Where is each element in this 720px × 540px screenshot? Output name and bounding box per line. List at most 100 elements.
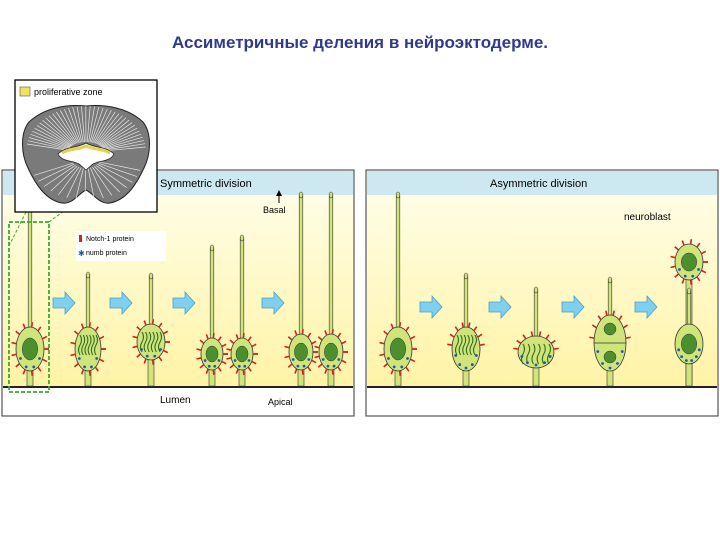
numb-marker [694,355,698,359]
basal-arrow-icon [276,190,282,196]
brain-hatch-line [97,117,127,145]
numb-marker [677,348,681,352]
brain-hatch-line [76,106,84,143]
slide-title: Ассиметричные деления в нейроэктодерме. [171,33,549,52]
numb-marker [32,365,36,369]
nucleus [22,337,38,361]
brain-hatch-line [39,122,73,146]
basal-label: Basal [263,205,286,215]
chromosome [472,334,478,356]
notch-marker [383,362,389,368]
numb-marker [95,357,99,360]
notch-marker [681,278,685,284]
notch-marker [311,340,317,345]
numb-marker [213,364,217,368]
numb-marker [596,350,600,353]
numb-marker [145,354,149,358]
notch-marker [37,366,42,372]
basal-process [686,290,692,329]
asymmetric-cell-1 [379,191,417,387]
notch-marker [447,343,453,346]
numb-marker [296,364,300,368]
numb-marker [601,362,604,365]
brain-hatch-line [92,108,108,143]
lumen-label: Lumen [160,395,191,406]
basal-endfoot [607,276,613,284]
symmetric-daughter-1a [196,244,228,387]
notch-marker [674,246,680,251]
numb-marker [159,348,162,351]
notch-marker [317,336,323,341]
asymmetric-cell-3 [513,286,559,387]
basal-endfoot [85,271,91,279]
numb-marker [534,363,538,367]
symmetric-cell-1 [11,196,49,387]
asymmetric-cell-4 [589,276,631,387]
brain-hatch-line [95,165,127,188]
chromosome [143,331,148,353]
brain-hatch-line [34,162,74,176]
notch-marker [405,326,410,332]
notch-marker [410,358,416,363]
numb-marker [616,362,619,365]
notch-marker [94,366,99,372]
notch-marker [331,329,334,335]
notch-marker [217,336,222,342]
numb-marker [302,364,306,368]
numb-marker [697,348,701,352]
numb-marker [203,359,207,362]
notch-marker [331,369,334,375]
notch-marker [235,334,239,340]
progression-arrow-icon [109,290,133,316]
numb-marker [520,355,524,358]
notch-marker [22,323,26,329]
numb-marker [233,359,237,362]
basal-endfoot [328,191,334,199]
notch-marker [390,323,394,329]
basal-endfoot [395,191,401,199]
symmetric-cell-2 [70,271,106,387]
notch-marker [405,366,410,372]
notch-marker [132,345,138,349]
numb-marker [326,364,330,368]
brain-radial-hatching [26,105,146,201]
notch-marker [681,240,685,246]
notch-marker [221,360,227,365]
numb-marker [678,268,681,271]
brain-hatch-line [52,113,77,144]
brain-hatch-line [99,122,133,146]
chromosome [526,343,531,365]
notch-marker [538,331,542,337]
brain-hatch-line [99,161,141,171]
brain-hatch-line [89,106,100,143]
numb-marker [474,354,478,357]
notch-marker [205,334,209,340]
numb-marker [608,366,612,370]
notch-marker [42,358,48,363]
notch-marker [143,320,147,326]
marker-legend: Notch-1 protein ✱ numb protein [76,231,166,261]
notch-marker [158,322,163,328]
brain-hatch-line [88,106,95,143]
numb-marker [680,355,684,359]
numb-marker [77,357,81,360]
brain-hatch-line [101,127,138,148]
nucleus [205,345,219,363]
chromosome [469,334,474,356]
basal-process [239,237,245,343]
numb-marker [387,357,390,360]
progression-arrow-icon [52,290,76,316]
notch-marker [143,358,147,364]
notch-marker [163,330,169,335]
numb-marker [548,355,552,358]
notch-marker [136,326,142,331]
basal-endfoot [298,191,304,199]
progression-arrow-icon [634,294,658,320]
numb-legend-label: numb protein [86,250,127,257]
numb-marker [454,354,458,357]
notch-marker [235,368,239,374]
chromosome [150,331,155,353]
numb-marker [243,364,247,368]
nucleus [681,252,697,272]
brain-hatch-line [103,143,146,151]
